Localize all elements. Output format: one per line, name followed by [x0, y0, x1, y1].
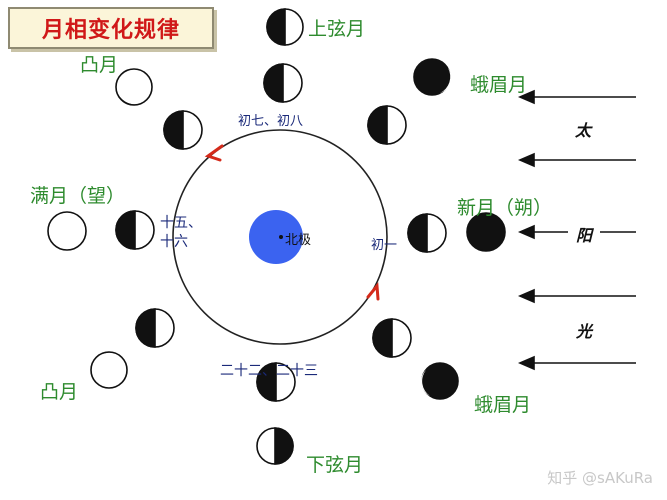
inner-moon-bottom-right [372, 318, 412, 358]
label-day-15-16-line1: 十五、 [160, 215, 202, 231]
label-day-22-23: 二十二、二十三 [220, 363, 318, 379]
sunlight-char-1: 太 [575, 121, 592, 140]
earth [249, 210, 303, 264]
label-gibbous-bottom-left: 凸月 [40, 381, 79, 403]
sunlight-char-3: 光 [576, 322, 593, 341]
last-quarter-moon [256, 427, 294, 465]
sunlight-arrows [517, 89, 636, 371]
label-waxing-crescent: 蛾眉月 [470, 74, 528, 96]
label-day-7-8: 初七、初八 [238, 114, 304, 129]
inner-moon-top-right [367, 105, 407, 145]
title-box: 月相变化规律 [8, 7, 214, 49]
moon-orbit [172, 129, 388, 345]
north-pole-dot [279, 235, 283, 239]
inner-moon-right [407, 213, 447, 253]
inner-moon-bottom-left [135, 308, 175, 348]
gibbous-moon-bottom-left [90, 351, 128, 389]
waning-crescent-moon [421, 362, 459, 400]
new-moon [466, 212, 506, 252]
first-quarter-moon [266, 8, 304, 46]
label-day-15-16-line2: 十六 [160, 234, 188, 250]
waxing-crescent-moon [413, 58, 452, 96]
inner-moons [115, 63, 447, 402]
inner-moon-top-left [163, 110, 203, 150]
label-new-moon: 新月（朔） [457, 197, 553, 219]
label-waning-crescent: 蛾眉月 [474, 394, 532, 416]
label-last-quarter: 下弦月 [306, 454, 364, 476]
label-north-pole: 北极 [285, 233, 312, 248]
label-full-moon: 满月（望） [30, 185, 126, 207]
outer-moons [47, 8, 506, 465]
orbit-direction-arrow-top [204, 144, 224, 162]
inner-moon-left [115, 210, 155, 250]
watermark: 知乎 @sAKuRa [547, 469, 653, 487]
gibbous-moon-top-left [115, 68, 153, 106]
inner-moon-top [263, 63, 303, 103]
full-moon [47, 211, 87, 251]
inner-moon-bottom [256, 362, 296, 402]
label-gibbous-top-left: 凸月 [80, 54, 119, 76]
label-first-quarter: 上弦月 [308, 18, 366, 40]
label-day-1: 初一 [371, 238, 398, 253]
diagram-title: 月相变化规律 [41, 18, 180, 43]
sunlight-char-2: 阳 [576, 226, 593, 245]
orbit-direction-arrow-bottom [366, 282, 380, 301]
